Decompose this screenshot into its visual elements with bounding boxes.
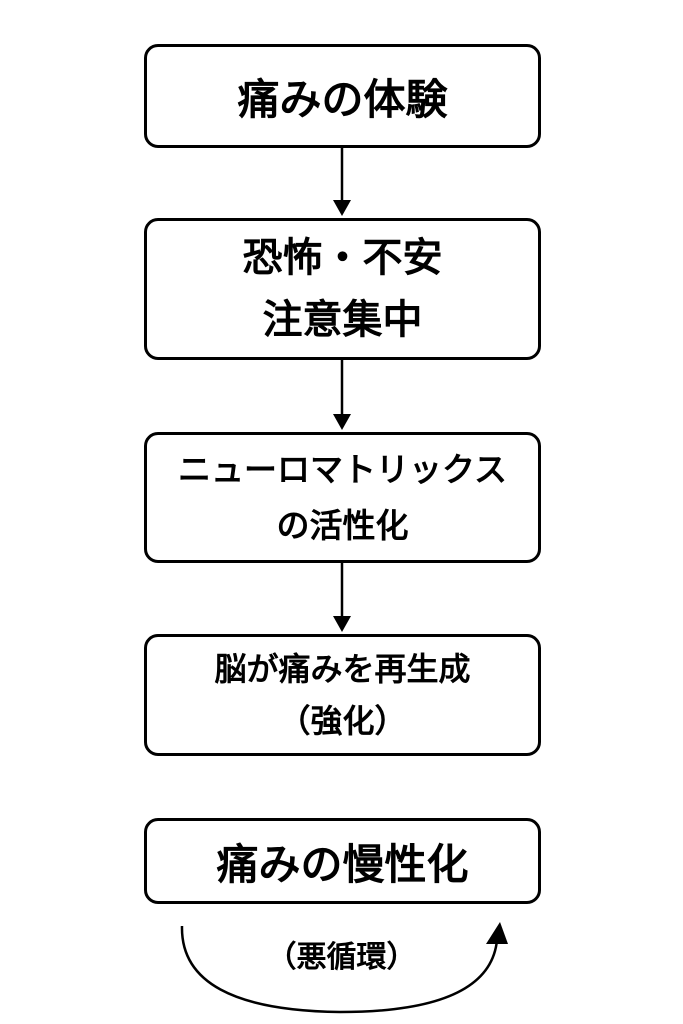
cycle-arrowhead: [486, 922, 508, 944]
vicious-cycle-label: （悪循環）: [266, 940, 417, 975]
step-text: 恐怖・不安: [242, 235, 443, 281]
arrowhead-1-2: [333, 200, 351, 216]
step-text: （強化）: [278, 702, 407, 740]
step-text: ニューロマトリックス: [177, 449, 507, 489]
step-chronic-pain: 痛みの慢性化: [144, 818, 541, 904]
step-text: 脳が痛みを再生成: [214, 650, 471, 688]
step-text: 痛みの慢性化: [216, 839, 469, 889]
step-text: の活性化: [276, 505, 409, 545]
step-brain-regenerates-pain: 脳が痛みを再生成 （強化）: [144, 634, 541, 756]
step-neuromatrix-activation: ニューロマトリックス の活性化: [144, 432, 541, 563]
step-text: 注意集中: [262, 297, 423, 343]
arrowhead-2-3: [333, 414, 351, 430]
arrowhead-3-4: [333, 616, 351, 632]
cycle-arrow: [180, 925, 499, 1014]
step-fear-anxiety: 恐怖・不安 注意集中: [144, 218, 541, 360]
step-pain-experience: 痛みの体験: [144, 44, 541, 148]
step-text: 痛みの体験: [237, 74, 448, 124]
